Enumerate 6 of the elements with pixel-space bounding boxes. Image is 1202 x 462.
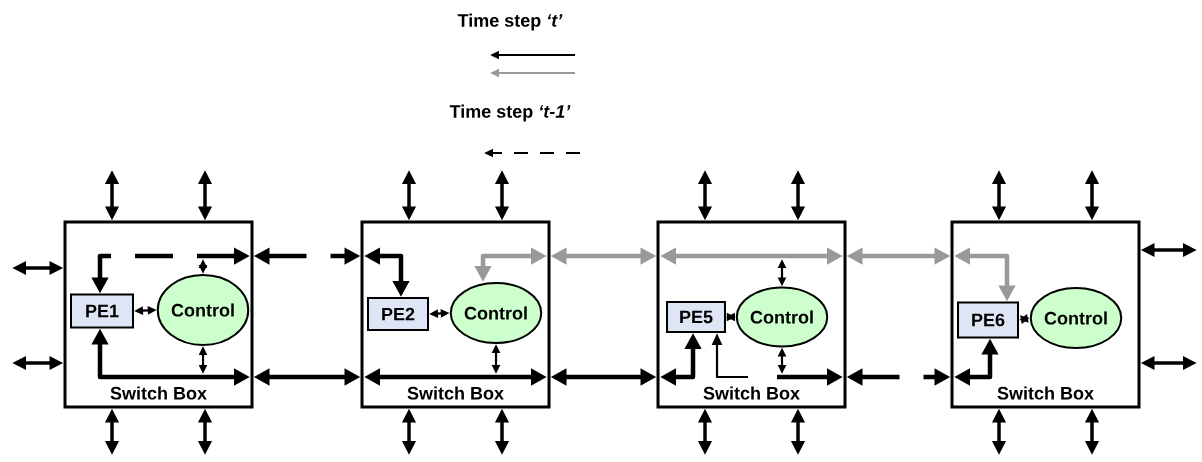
processing-element-box: PE2 [367,297,429,331]
processing-element-box: PE1 [70,293,134,329]
legend-text: Time step ‘t’ [457,13,563,31]
processing-element-box: PE5 [666,301,726,333]
legend-text: Time step ‘t-1’ [449,104,571,122]
processing-element-box: PE6 [957,301,1019,339]
